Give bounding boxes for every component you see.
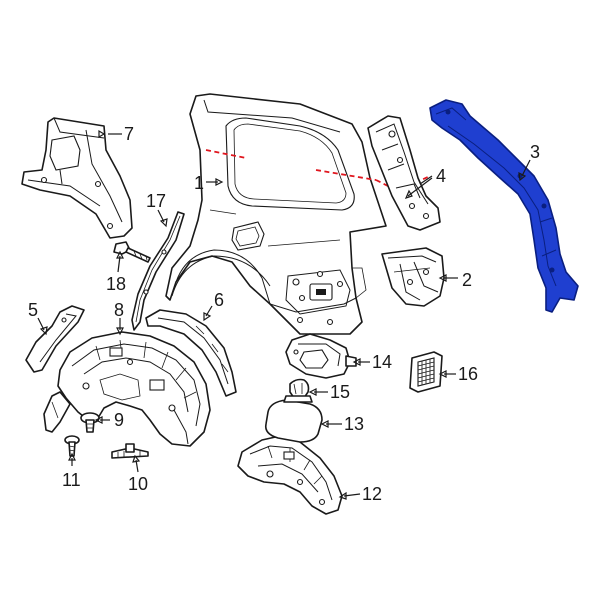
part-highlighted-reinforcement[interactable] bbox=[429, 99, 579, 313]
part-quarter-panel[interactable] bbox=[165, 93, 387, 335]
callout-7[interactable]: 7 bbox=[124, 124, 134, 144]
callout-15[interactable]: 15 bbox=[330, 382, 350, 402]
callout-2[interactable]: 2 bbox=[462, 270, 472, 290]
callout-11[interactable]: 11 bbox=[62, 470, 81, 490]
part-cap[interactable] bbox=[283, 378, 313, 403]
part-bracket[interactable] bbox=[381, 247, 445, 307]
indicator-line-2 bbox=[315, 169, 377, 181]
callout-18[interactable]: 18 bbox=[106, 274, 126, 294]
part-screw-11[interactable] bbox=[64, 435, 80, 457]
callout-4[interactable]: 4 bbox=[436, 166, 446, 186]
part-d-pillar-panel[interactable] bbox=[367, 115, 441, 231]
callout-17[interactable]: 17 bbox=[146, 191, 166, 211]
callout-6[interactable]: 6 bbox=[214, 290, 224, 310]
indicator-line-4 bbox=[399, 175, 431, 191]
leader-lines bbox=[37, 129, 531, 500]
highlighted-part-body[interactable] bbox=[429, 99, 579, 313]
callout-3[interactable]: 3 bbox=[530, 142, 540, 162]
part-inner-wheelhouse[interactable] bbox=[237, 435, 343, 515]
part-push-pin[interactable] bbox=[80, 412, 100, 433]
part-upper-inner-panel[interactable] bbox=[21, 117, 133, 239]
part-wheelhouse-liner[interactable] bbox=[43, 331, 211, 447]
callout-5[interactable]: 5 bbox=[28, 300, 38, 320]
callout-9[interactable]: 9 bbox=[114, 410, 124, 430]
callout-13[interactable]: 13 bbox=[344, 414, 364, 434]
part-stud-10[interactable] bbox=[111, 443, 149, 459]
part-wheelhouse-outer[interactable] bbox=[145, 309, 237, 397]
callout-14[interactable]: 14 bbox=[372, 352, 392, 372]
part-vent[interactable] bbox=[409, 351, 443, 393]
part-fuel-door[interactable] bbox=[264, 399, 323, 443]
callout-16[interactable]: 16 bbox=[458, 364, 478, 384]
part-housing[interactable] bbox=[285, 333, 357, 379]
indicator-line-1 bbox=[205, 149, 247, 159]
callout-1[interactable]: 1 bbox=[194, 173, 204, 193]
callout-12[interactable]: 12 bbox=[362, 484, 382, 504]
part-bolt-18[interactable] bbox=[113, 241, 151, 263]
part-molding[interactable] bbox=[131, 211, 185, 331]
part-small-bracket[interactable] bbox=[25, 305, 85, 373]
callout-8[interactable]: 8 bbox=[114, 300, 124, 320]
callout-10[interactable]: 10 bbox=[128, 474, 148, 494]
callouts: 1 2 3 4 5 6 7 8 9 10 11 12 13 14 15 16 1… bbox=[28, 124, 540, 504]
